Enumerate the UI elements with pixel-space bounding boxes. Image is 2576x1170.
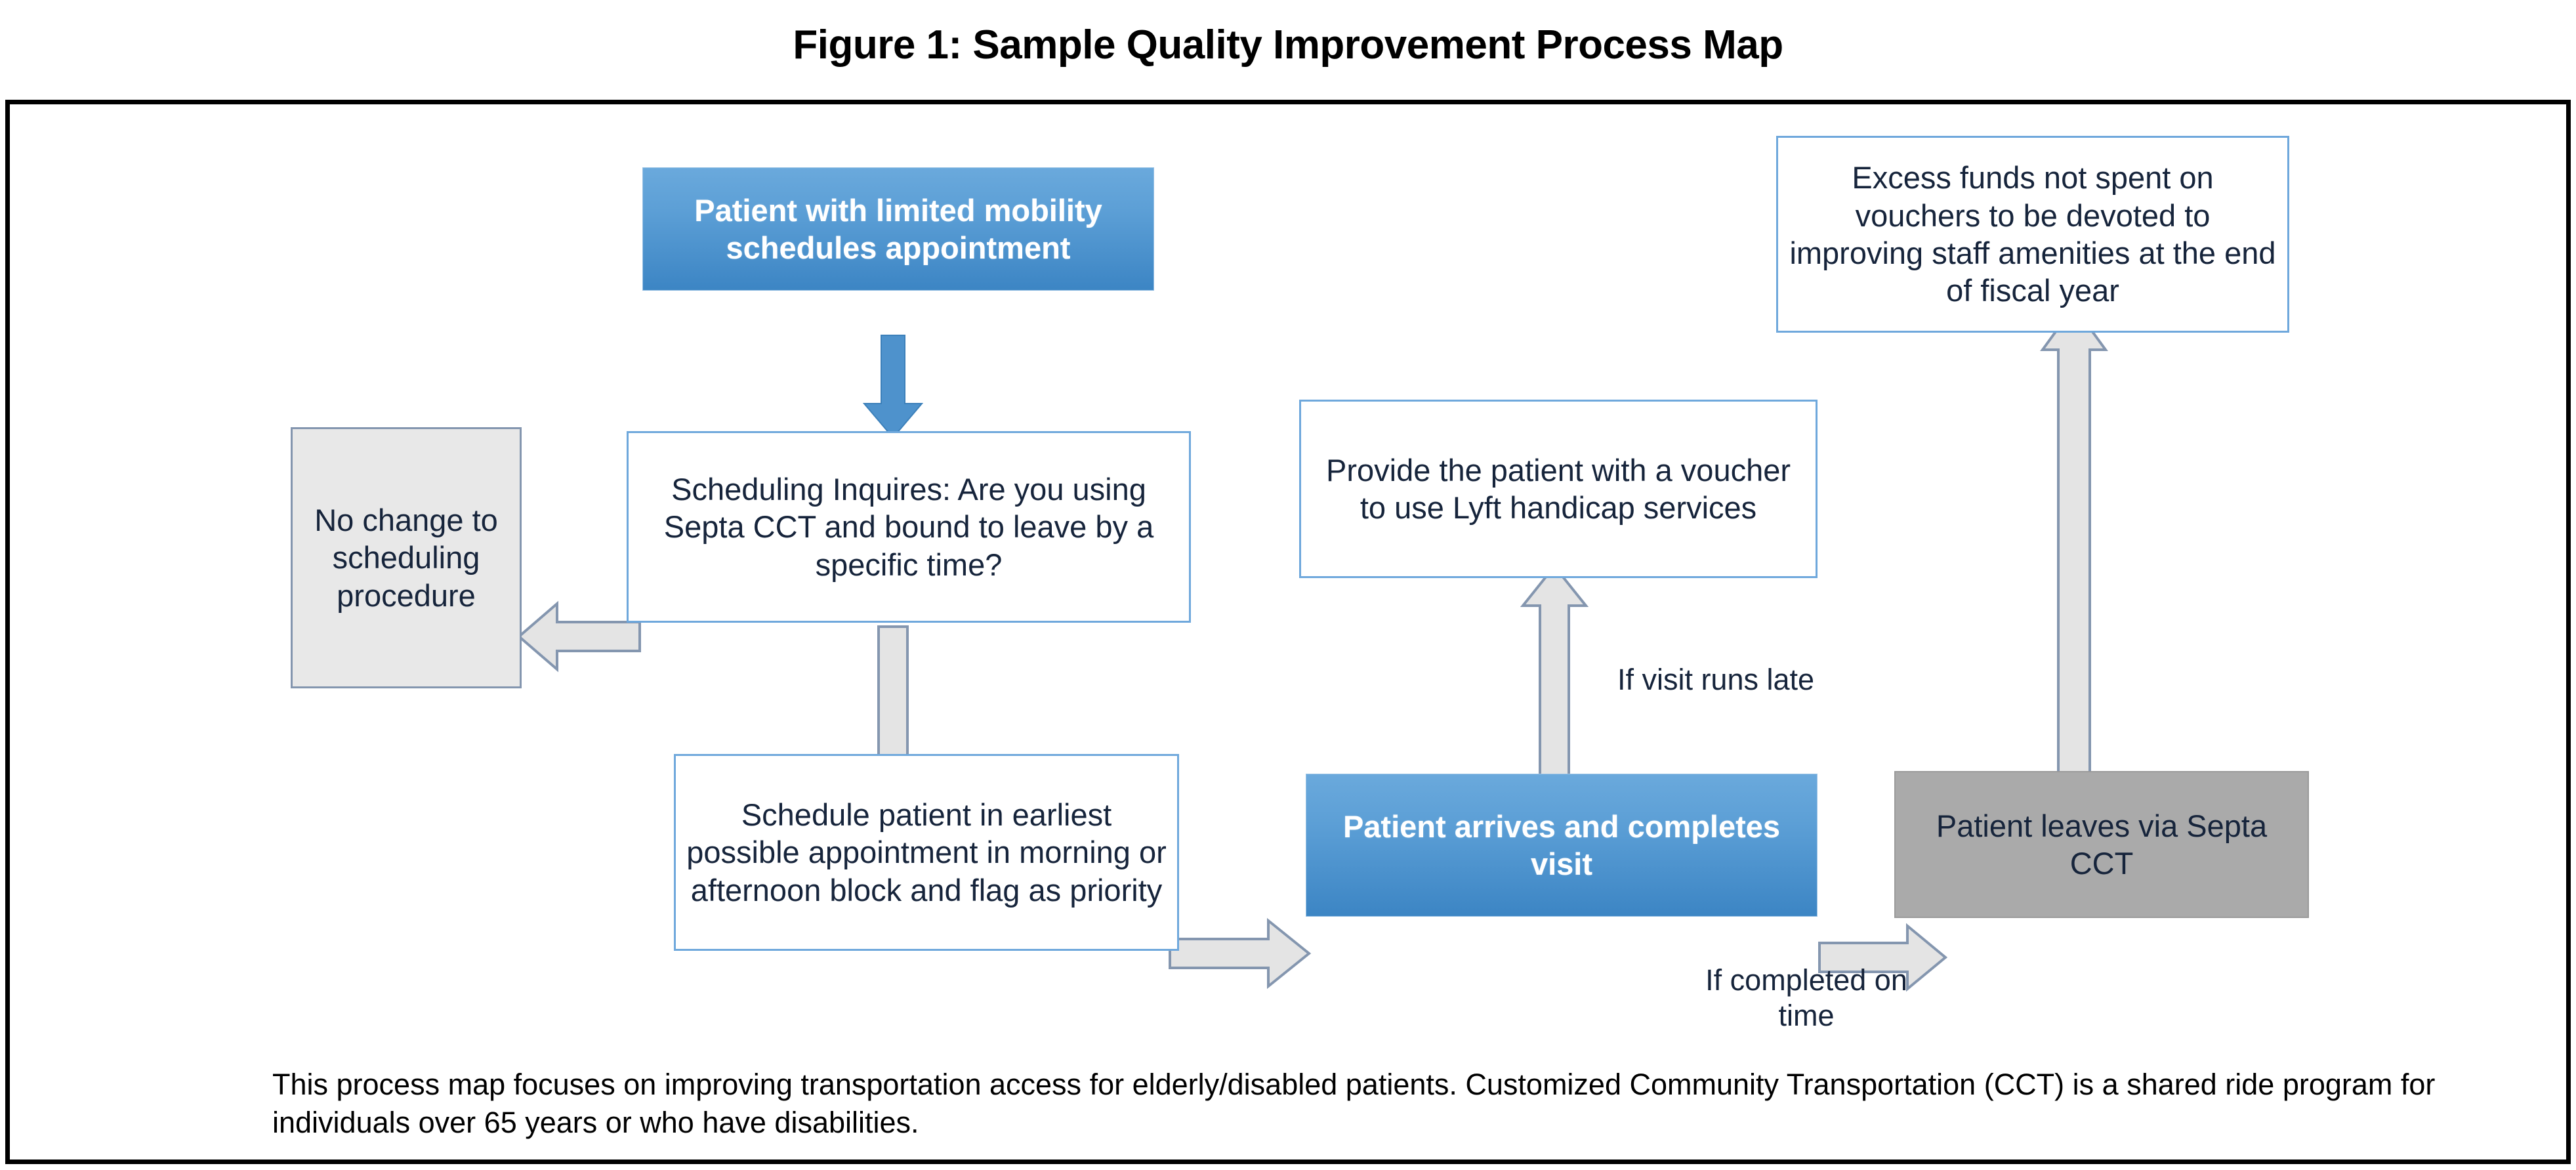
arrow-start-to-decision — [854, 335, 932, 440]
node-excess-funds-staff-amenities[interactable]: Excess funds not spent on vouchers to be… — [1776, 136, 2289, 333]
edge-label-if-completed-on-time: If completed on time — [1705, 963, 1907, 1032]
arrow-arrives-to-leaves — [1818, 923, 1949, 992]
node-label: Scheduling Inquires: Are you using Septa… — [663, 472, 1154, 582]
node-schedule-patient-earliest-appointment[interactable]: Schedule patient in earliest possible ap… — [674, 754, 1179, 951]
arrow-schedule-to-arrives — [1169, 917, 1313, 990]
node-label: Patient leaves via Septa CCT — [1936, 808, 2268, 881]
process-map-canvas: NO YES If visit runs late If completed o… — [10, 104, 2566, 1160]
node-label: Provide the patient with a voucher to us… — [1325, 452, 1791, 525]
node-label: No change to scheduling procedure — [314, 503, 498, 613]
edge-label-if-visit-runs-late: If visit runs late — [1617, 663, 1815, 696]
node-provide-voucher-lyft[interactable]: Provide the patient with a voucher to us… — [1299, 400, 1818, 578]
figure-frame: NO YES If visit runs late If completed o… — [5, 100, 2571, 1164]
arrow-decision-to-no-change — [515, 600, 641, 673]
page-title: Figure 1: Sample Quality Improvement Pro… — [793, 22, 1783, 68]
node-patient-schedules-appointment[interactable]: Patient with limited mobility schedules … — [642, 167, 1154, 291]
node-label: Schedule patient in earliest possible ap… — [686, 797, 1167, 908]
node-label: Excess funds not spent on vouchers to be… — [1789, 160, 2276, 308]
figure-caption: This process map focuses on improving tr… — [272, 1068, 2436, 1139]
node-patient-arrives-completes-visit[interactable]: Patient arrives and completes visit — [1306, 774, 1818, 917]
node-no-change-to-scheduling-procedure[interactable]: No change to scheduling procedure — [291, 427, 522, 688]
node-label: Patient with limited mobility schedules … — [694, 192, 1102, 265]
node-patient-leaves-via-septa-cct[interactable]: Patient leaves via Septa CCT — [1894, 771, 2309, 918]
node-label: Patient arrives and completes visit — [1342, 808, 1781, 881]
node-scheduling-inquires-decision[interactable]: Scheduling Inquires: Are you using Septa… — [627, 431, 1191, 623]
